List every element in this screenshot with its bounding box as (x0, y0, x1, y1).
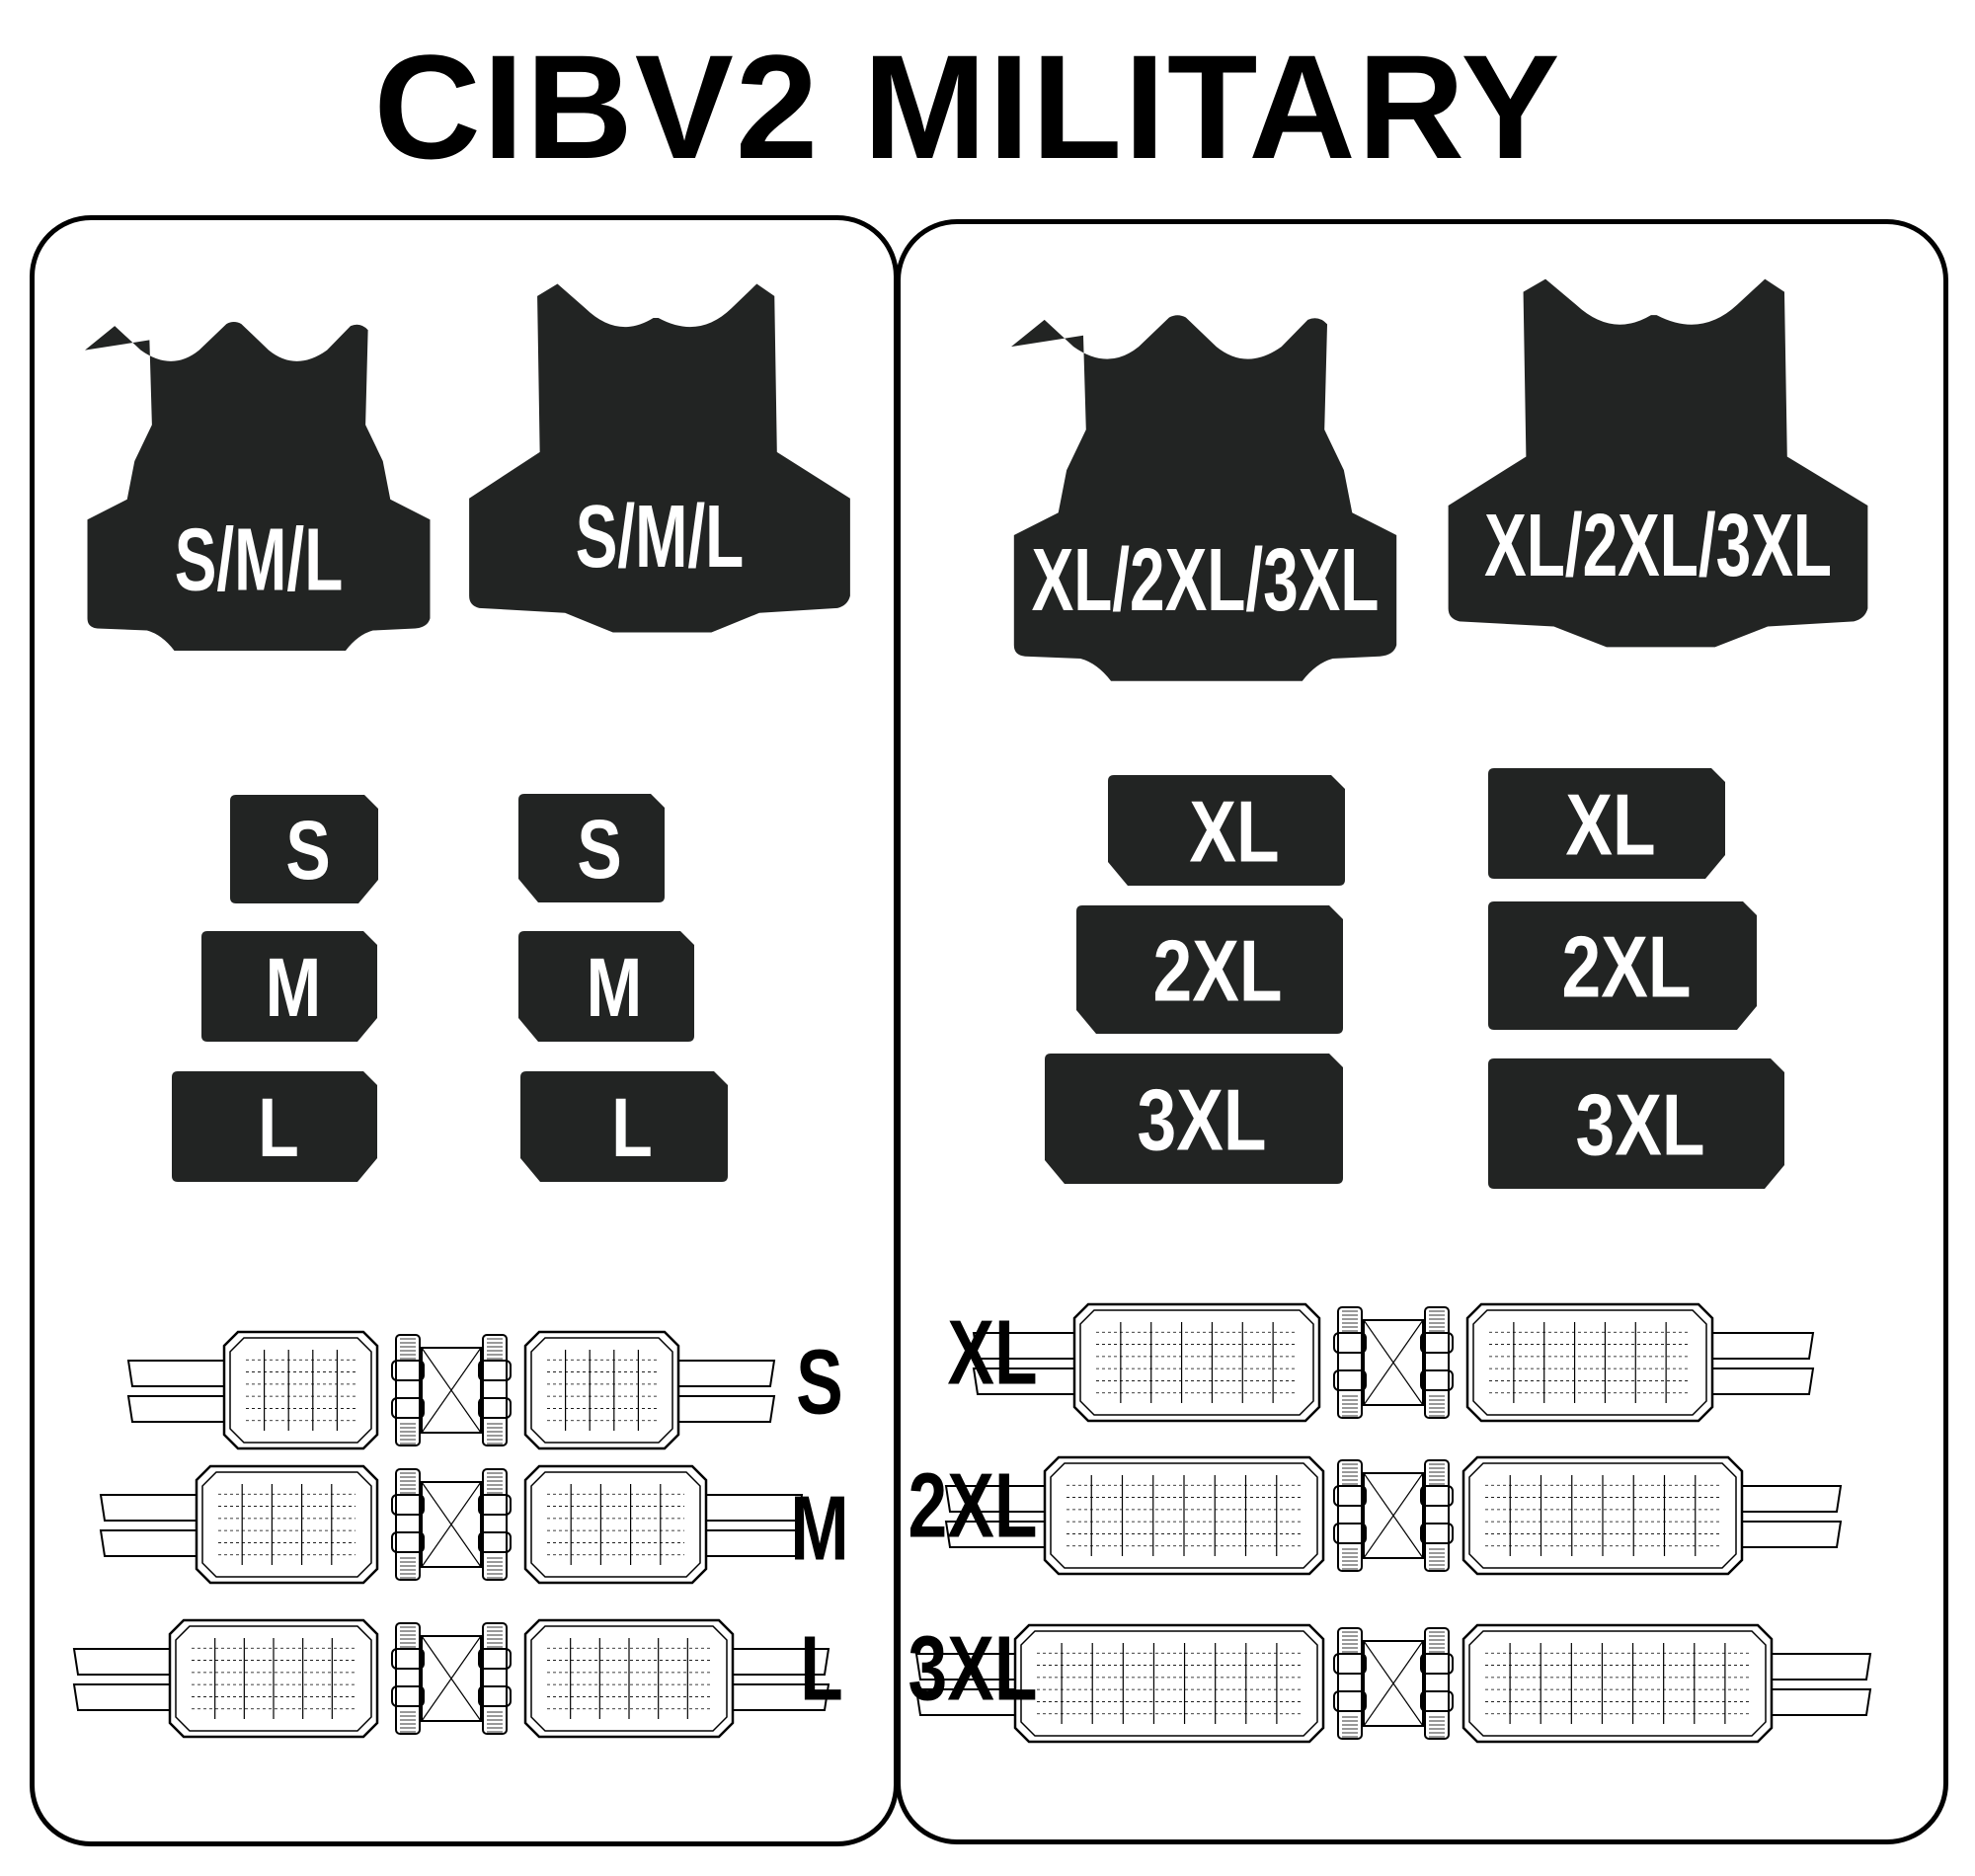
cummerbund-size-label: S (796, 1332, 843, 1434)
cummerbund-size-label: L (800, 1618, 843, 1720)
side-plate-size-label: XL (1565, 777, 1655, 875)
side-plate: L (520, 1071, 728, 1182)
cummerbunds-layer: SML XL 2XL 3XL (72, 1302, 1872, 1744)
cummerbund-2xl: 2XL (908, 1455, 1843, 1576)
cummerbund-m: M (99, 1464, 849, 1585)
plate-size-label: S/M/L (175, 509, 344, 609)
cummerbund-3xl: 3XL (908, 1618, 1872, 1744)
side-plate: L (172, 1071, 377, 1182)
side-plate: S (230, 795, 378, 903)
side-plate: S (518, 794, 665, 902)
side-plate-size-label: M (266, 942, 322, 1034)
cummerbund-s: S (126, 1330, 843, 1450)
side-plate-size-label: S (285, 805, 330, 897)
side-plate-size-label: L (258, 1082, 299, 1174)
side-plate-size-label: S (577, 804, 621, 896)
side-plate-size-label: 3XL (1576, 1077, 1705, 1175)
side-plate: M (518, 931, 694, 1042)
cummerbund-l: L (72, 1618, 843, 1739)
cummerbund-xl: XL (947, 1302, 1815, 1423)
side-plates-xl-3xl-b: XL 2XL 3XL (1488, 768, 1784, 1189)
side-plates-sml-a: SML (172, 795, 378, 1182)
plate-size-label: S/M/L (576, 486, 745, 586)
page-title: CIBV2 MILITARY (373, 24, 1562, 190)
cummerbund-size-label: XL (947, 1302, 1037, 1404)
side-plate: M (201, 931, 377, 1042)
side-plate-size-label: 3XL (1138, 1072, 1267, 1170)
back-plate-sml: S/M/L (469, 283, 850, 633)
side-plates-sml-b: SML (518, 794, 728, 1182)
plate-size-label: XL/2XL/3XL (1484, 495, 1832, 594)
cummerbund-size-label: M (790, 1478, 848, 1580)
back-plate-xl-3xl: XL/2XL/3XL (1448, 278, 1868, 648)
side-plate-size-label: 2XL (1153, 923, 1283, 1021)
side-plate: XL (1108, 775, 1345, 886)
side-plate-size-label: L (611, 1082, 653, 1174)
side-plate: 2XL (1076, 905, 1343, 1034)
side-plate-size-label: 2XL (1562, 919, 1692, 1017)
side-plate: 2XL (1488, 901, 1757, 1030)
cummerbund-size-label: 3XL (908, 1618, 1038, 1720)
side-plate: XL (1488, 768, 1725, 879)
front-plate-xl-3xl: XL/2XL/3XL (1011, 315, 1397, 681)
side-plate-size-label: XL (1189, 784, 1279, 882)
cummerbund-size-label: 2XL (908, 1455, 1038, 1557)
plate-size-label: XL/2XL/3XL (1032, 529, 1380, 629)
side-plate: 3XL (1045, 1054, 1343, 1184)
front-plate-sml: S/M/L (85, 322, 431, 651)
side-plate-size-label: M (587, 942, 643, 1034)
side-plate: 3XL (1488, 1058, 1784, 1189)
side-plates-xl-3xl-a: XL 2XL 3XL (1045, 775, 1345, 1184)
